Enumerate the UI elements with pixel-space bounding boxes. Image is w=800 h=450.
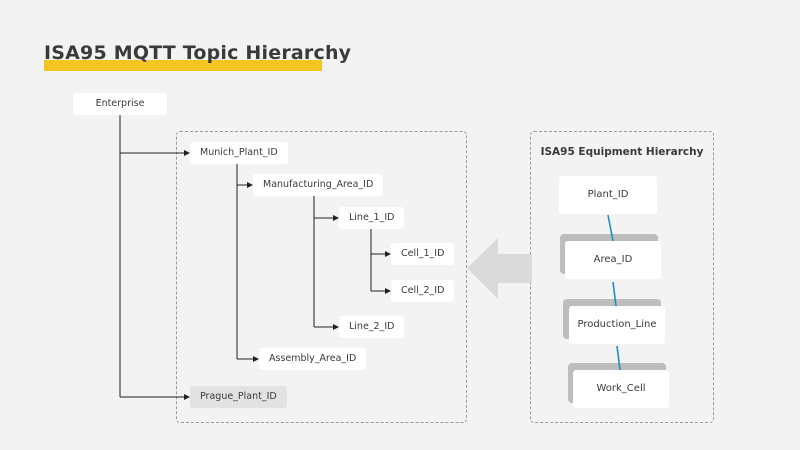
node-munich-plant: Munich_Plant_ID [190,142,288,164]
title-block: ISA95 MQTT Topic Hierarchy [44,42,352,71]
node-prague-plant: Prague_Plant_ID [190,386,287,408]
node-line-1: Line_1_ID [339,207,405,229]
node-enterprise: Enterprise [73,93,167,115]
node-assembly-area: Assembly_Area_ID [259,348,367,370]
eq-level-plant: Plant_ID [559,176,657,214]
eq-level-production-line: Production_Line [569,306,665,344]
node-line-2: Line_2_ID [339,316,405,338]
eq-level-work-cell: Work_Cell [573,370,669,408]
title-highlight [44,60,322,71]
page-title: ISA95 MQTT Topic Hierarchy [44,42,352,64]
node-manufacturing-area: Manufacturing_Area_ID [253,174,384,196]
node-cell-2: Cell_2_ID [391,280,455,302]
eq-level-area: Area_ID [565,241,661,279]
equipment-hierarchy-title: ISA95 Equipment Hierarchy [540,146,704,158]
node-cell-1: Cell_1_ID [391,243,455,265]
topic-tree-panel [176,131,467,423]
